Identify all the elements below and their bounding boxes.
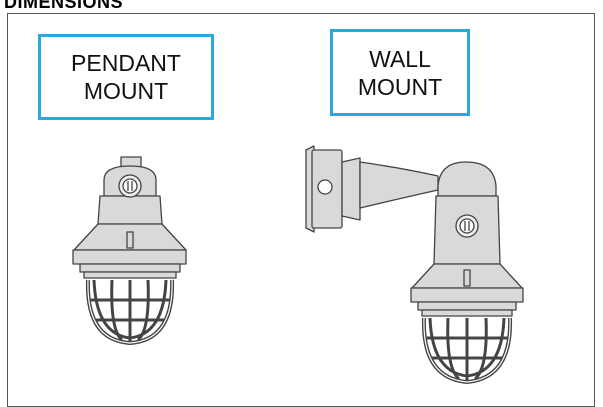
pendant-mount-label-line1: PENDANT xyxy=(71,50,181,76)
wall-mount-label-line2: MOUNT xyxy=(357,73,443,100)
wall-mount-label-box: WALL MOUNT xyxy=(330,29,470,116)
pendant-mount-label-line2: MOUNT xyxy=(83,78,169,104)
pendant-mount-label-box: PENDANT MOUNT xyxy=(38,34,214,120)
wall-mount-label-line1: WALL xyxy=(369,45,431,72)
page-title: DIMENSIONS xyxy=(4,0,124,12)
